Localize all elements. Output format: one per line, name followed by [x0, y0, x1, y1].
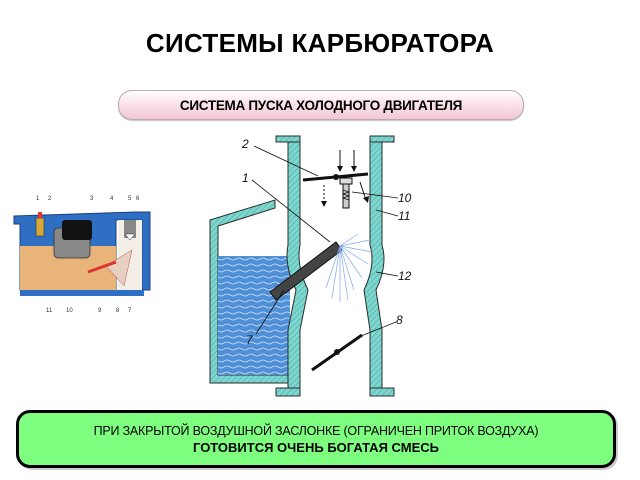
bottom-flange-left — [275, 387, 301, 397]
label-2: 2 — [241, 137, 249, 151]
atomizer-tube — [269, 241, 343, 301]
small-label-10: 10 — [66, 308, 73, 314]
damper-valve-spring — [341, 189, 351, 201]
carburetor-reference-diagram: 1 2 3 4 5 6 11 10 9 8 7 — [13, 196, 151, 314]
small-label-6: 6 — [136, 196, 140, 202]
label-1: 1 — [242, 171, 249, 185]
leader-line — [255, 289, 285, 335]
throttle-axis — [334, 349, 340, 355]
reference-base — [20, 290, 144, 296]
air-damper-axis — [333, 174, 339, 180]
arrow-head — [351, 166, 357, 172]
leader-line — [355, 321, 397, 339]
small-label-8: 8 — [116, 308, 120, 314]
small-label-3: 3 — [90, 196, 94, 202]
small-label-1: 1 — [36, 196, 40, 202]
reference-needle — [35, 217, 45, 237]
reference-needle-cap — [38, 212, 42, 218]
air-flow-arrow — [359, 181, 367, 201]
small-label-4: 4 — [110, 196, 114, 202]
reference-float-top — [62, 220, 92, 240]
carburetor-section-diagram: 2 1 10 11 12 8 7 — [209, 135, 412, 397]
reference-damper — [124, 220, 136, 238]
label-8: 8 — [396, 313, 403, 327]
fuel-level — [218, 256, 290, 375]
small-label-9: 9 — [98, 308, 102, 314]
slide-title: СИСТЕМЫ КАРБЮРАТОРА — [145, 28, 495, 58]
label-10: 10 — [398, 191, 412, 205]
label-11: 11 — [398, 209, 410, 223]
caption-line-1: ПРИ ЗАКРЫТОЙ ВОЗДУШНОЙ ЗАСЛОНКЕ (ОГРАНИЧ… — [93, 423, 539, 438]
arrow-head — [321, 201, 327, 207]
subtitle-banner: СИСТЕМА ПУСКА ХОЛОДНОГО ДВИГАТЕЛЯ — [118, 90, 524, 120]
small-label-2: 2 — [48, 196, 52, 202]
small-label-5: 5 — [128, 196, 132, 202]
label-12: 12 — [398, 269, 412, 283]
bottom-flange-right — [369, 387, 395, 397]
leader-line — [375, 209, 399, 217]
caption-box: ПРИ ЗАКРЫТОЙ ВОЗДУШНОЙ ЗАСЛОНКЕ (ОГРАНИЧ… — [16, 410, 616, 468]
leader-line — [251, 179, 331, 243]
arrow-head — [337, 166, 343, 172]
label-7: 7 — [246, 333, 254, 347]
leader-line — [351, 191, 399, 199]
reference-spray — [105, 249, 133, 287]
caption-line-2: ГОТОВИТСЯ ОЧЕНЬ БОГАТАЯ СМЕСЬ — [193, 439, 439, 455]
damper-valve-body — [339, 177, 353, 185]
fuel-spray — [325, 233, 373, 302]
top-flange-right — [369, 135, 395, 143]
small-label-11: 11 — [46, 308, 53, 314]
small-label-7: 7 — [128, 308, 132, 314]
mixing-chamber-right-wall — [363, 139, 385, 393]
arrow-head — [363, 196, 369, 203]
top-flange-left — [275, 135, 301, 143]
subtitle-text: СИСТЕМА ПУСКА ХОЛОДНОГО ДВИГАТЕЛЯ — [179, 97, 463, 113]
leader-line — [375, 271, 399, 277]
reference-flow-arrow — [124, 233, 136, 241]
reference-jet — [87, 260, 117, 274]
leader-line — [253, 145, 319, 177]
